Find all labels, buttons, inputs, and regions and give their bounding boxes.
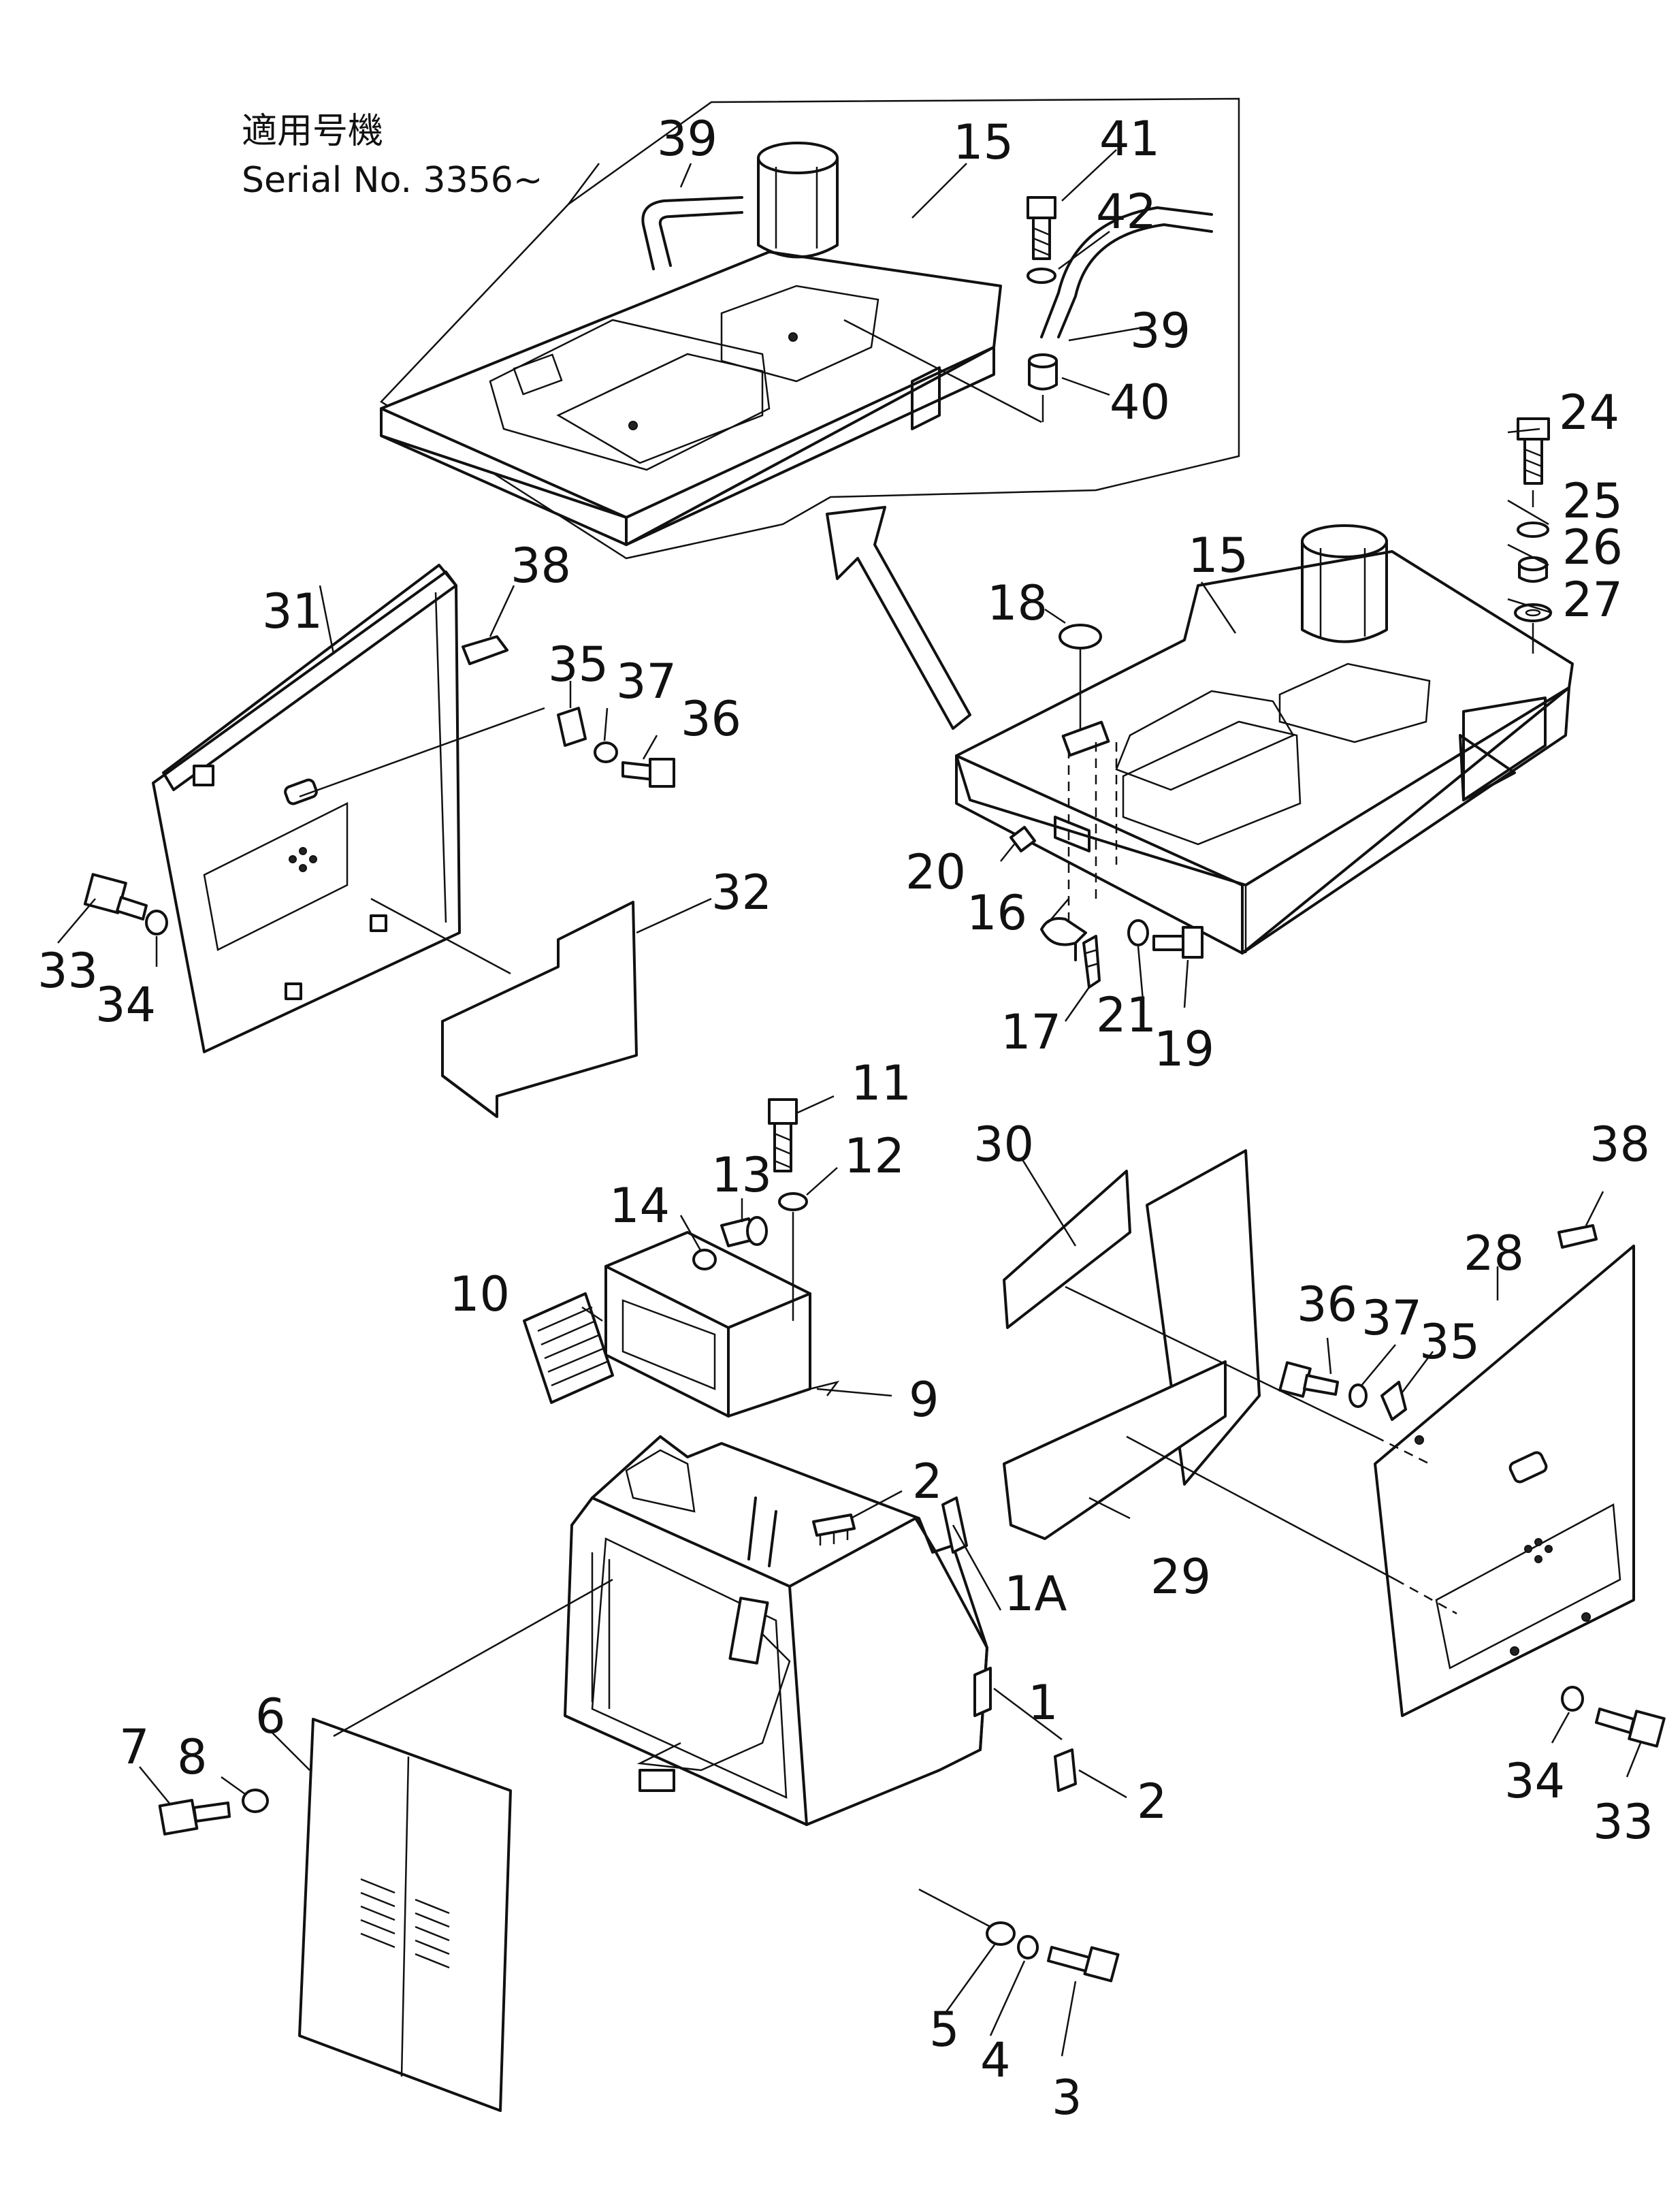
label-40: 40 — [1110, 374, 1170, 430]
label-16: 16 — [967, 885, 1027, 941]
label-29: 29 — [1150, 1549, 1211, 1605]
top-cover — [955, 550, 1574, 886]
label-25: 25 — [1562, 473, 1623, 529]
label-37b: 37 — [1361, 1290, 1422, 1346]
label-34a: 34 — [95, 977, 156, 1033]
serial-note-line2: Serial No. 3356~ — [242, 160, 543, 201]
left-panel-assembly — [57, 564, 712, 1118]
label-21: 21 — [1096, 987, 1157, 1043]
inner-panel-32 — [441, 901, 638, 1118]
panel-30 — [1003, 1170, 1131, 1329]
serial-note-line1: 適用号機 — [242, 111, 383, 152]
label-13: 13 — [711, 1147, 772, 1203]
top-cover-assembly — [955, 417, 1574, 1022]
label-2b: 2 — [1137, 1774, 1167, 1829]
label-24: 24 — [1559, 385, 1619, 441]
label-8: 8 — [177, 1729, 208, 1785]
label-7: 7 — [119, 1719, 150, 1775]
inset-boundary — [380, 97, 1240, 560]
label-15a: 15 — [953, 114, 1014, 170]
label-18: 18 — [987, 575, 1048, 631]
serial-inset-group — [380, 97, 1240, 560]
part-labels: 39 15 41 42 39 40 24 25 26 27 15 18 20 1… — [37, 111, 1653, 2126]
label-17: 17 — [1001, 1004, 1061, 1060]
label-3: 3 — [1052, 2070, 1082, 2126]
label-15b: 15 — [1188, 528, 1248, 583]
label-5: 5 — [929, 2002, 960, 2058]
label-1: 1 — [1028, 1675, 1059, 1731]
right-side-assembly — [1003, 1149, 1666, 1778]
side-panel-31 — [152, 571, 461, 1053]
label-34b: 34 — [1504, 1753, 1565, 1809]
label-19: 19 — [1154, 1021, 1214, 1077]
label-37a: 37 — [616, 654, 677, 709]
label-27: 27 — [1562, 572, 1623, 628]
label-35b: 35 — [1419, 1314, 1480, 1370]
label-31: 31 — [262, 583, 323, 639]
label-4: 4 — [980, 2032, 1011, 2088]
label-12: 12 — [844, 1128, 905, 1184]
label-2a: 2 — [912, 1454, 943, 1509]
label-14: 14 — [609, 1178, 670, 1234]
label-33a: 33 — [37, 943, 98, 999]
label-28: 28 — [1464, 1226, 1524, 1281]
label-42: 42 — [1096, 184, 1157, 240]
label-30: 30 — [973, 1117, 1034, 1172]
label-38a: 38 — [511, 538, 571, 594]
label-39a: 39 — [657, 111, 717, 167]
label-6: 6 — [255, 1688, 286, 1744]
label-26: 26 — [1562, 519, 1623, 575]
label-41: 41 — [1099, 111, 1160, 167]
label-11: 11 — [851, 1055, 911, 1111]
assembly-arrow — [826, 506, 971, 730]
label-20: 20 — [905, 844, 966, 900]
serial-note: 適用号機 Serial No. 3356~ — [242, 111, 543, 201]
label-32: 32 — [711, 865, 772, 921]
label-36a: 36 — [681, 691, 741, 747]
label-36b: 36 — [1297, 1277, 1357, 1332]
center-console-assembly — [523, 1095, 1127, 2057]
label-9: 9 — [909, 1372, 939, 1428]
label-35a: 35 — [548, 637, 609, 692]
panel-29 — [1003, 1360, 1227, 1540]
label-33b: 33 — [1593, 1794, 1653, 1850]
front-panel-assembly — [139, 1578, 613, 2112]
label-39b: 39 — [1130, 303, 1191, 359]
label-1A: 1A — [1004, 1566, 1067, 1622]
label-38b: 38 — [1589, 1117, 1650, 1172]
label-10: 10 — [449, 1266, 510, 1322]
